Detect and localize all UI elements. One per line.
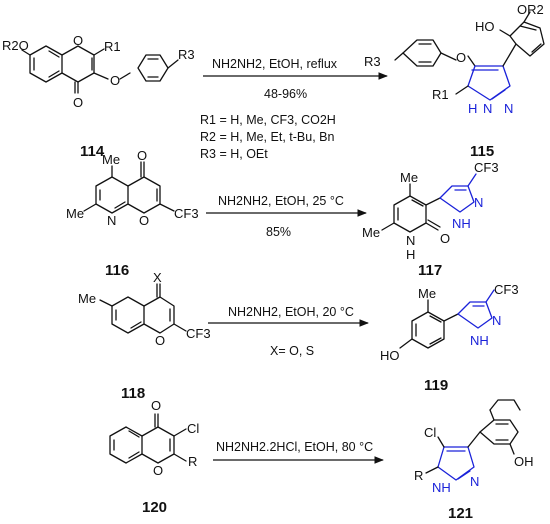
compound-label-121: 121 (448, 505, 473, 522)
atom-r1: R1 (104, 39, 121, 54)
atom-n: N (492, 313, 501, 328)
atom-nh-ring: N (406, 233, 415, 248)
atom-n: N (470, 474, 479, 489)
molecule-120: O Cl O R (109, 398, 199, 478)
compound-label-114: 114 (80, 143, 105, 160)
atom-cf3: CF3 (186, 326, 211, 341)
atom-o-ring: O (153, 463, 163, 478)
atom-nh: NH (470, 333, 489, 348)
atom-me-left: Me (66, 206, 84, 221)
atom-n: N (504, 101, 513, 116)
atom-o-ether: O (456, 50, 466, 65)
atom-r2o: R2O (2, 38, 29, 53)
atom-ho: HO (475, 19, 495, 34)
compound-label-118: 118 (121, 385, 145, 402)
atom-me-top: Me (102, 152, 120, 167)
compound-label-117: 117 (418, 262, 442, 279)
yield-3: X= O, S (270, 344, 314, 358)
reagents-2: NH2NH2, EtOH, 25 °C (218, 194, 344, 208)
atom-o-carbonyl: O (73, 95, 83, 110)
atom-cf3: CF3 (494, 282, 519, 297)
atom-o-ether: O (110, 73, 120, 88)
r-definition-2: R2 = H, Me, Et, t-Bu, Bn (200, 130, 334, 144)
compound-label-120: 120 (142, 499, 167, 516)
reaction-3: X Me O CF3 118 NH2NH2, EtOH, 20 °C X= O,… (78, 270, 519, 402)
atom-x: X (153, 270, 162, 285)
atom-cf3: CF3 (474, 160, 499, 175)
molecule-115: R3 O HO OR2 R1 N H N (364, 2, 545, 116)
reaction-4: O Cl O R 120 NH2NH2.2HCl, EtOH, 80 °C Cl… (109, 398, 534, 522)
atom-cl: Cl (187, 421, 199, 436)
molecule-117: Me CF3 Me N H O N NH (362, 160, 499, 262)
atom-ho: HO (380, 348, 400, 363)
atom-oh: OH (514, 454, 534, 469)
atom-cl: Cl (424, 425, 436, 440)
atom-me-left: Me (362, 225, 380, 240)
atom-nh: N (483, 101, 492, 116)
r-definition-3: R3 = H, OEt (200, 147, 268, 161)
atom-o-ring: O (73, 33, 83, 48)
atom-me: Me (418, 286, 436, 301)
compound-label-115: 115 (470, 143, 494, 160)
reaction-1: R2O O R1 O R3 O 114 NH2NH2, EtOH, reflux… (2, 2, 545, 161)
yield-2: 85% (266, 225, 291, 239)
atom-nh: NH (432, 480, 451, 495)
atom-r: R (188, 454, 197, 469)
atom-me: Me (78, 291, 96, 306)
reagents-1: NH2NH2, EtOH, reflux (212, 57, 338, 71)
reagents-4: NH2NH2.2HCl, EtOH, 80 °C (216, 440, 373, 454)
molecule-116: Me O Me N O CF3 (66, 148, 199, 228)
compound-label-116: 116 (105, 262, 129, 279)
compound-label-119: 119 (424, 377, 448, 394)
yield-1: 48-96% (264, 87, 307, 101)
molecule-118: X Me O CF3 (78, 270, 211, 348)
atom-nh-pz: NH (452, 216, 471, 231)
atom-or2: OR2 (517, 2, 544, 17)
reaction-2: Me O Me N O CF3 116 NH2NH2, EtOH, 25 °C … (66, 148, 499, 279)
atom-r3: R3 (178, 47, 195, 62)
atom-me-top: Me (400, 170, 418, 185)
reagents-3: NH2NH2, EtOH, 20 °C (228, 305, 354, 319)
atom-o-carbonyl: O (440, 231, 450, 246)
atom-o-carbonyl: O (151, 398, 161, 413)
atom-r1: R1 (432, 87, 449, 102)
atom-o-ring: O (139, 213, 149, 228)
atom-h: H (468, 101, 477, 116)
atom-h-ring: H (406, 247, 415, 262)
molecule-114: R2O O R1 O R3 O (2, 33, 195, 110)
atom-n: N (107, 213, 116, 228)
atom-cf3: CF3 (174, 206, 199, 221)
atom-r3: R3 (364, 54, 381, 69)
atom-o-ring: O (155, 333, 165, 348)
molecule-121: Cl R N NH OH (414, 399, 534, 495)
atom-r: R (414, 468, 423, 483)
molecule-119: Me CF3 N NH HO (380, 282, 519, 363)
atom-o-carbonyl: O (137, 148, 147, 163)
atom-n-pz: N (474, 195, 483, 210)
r-definition-1: R1 = H, Me, CF3, CO2H (200, 113, 336, 127)
